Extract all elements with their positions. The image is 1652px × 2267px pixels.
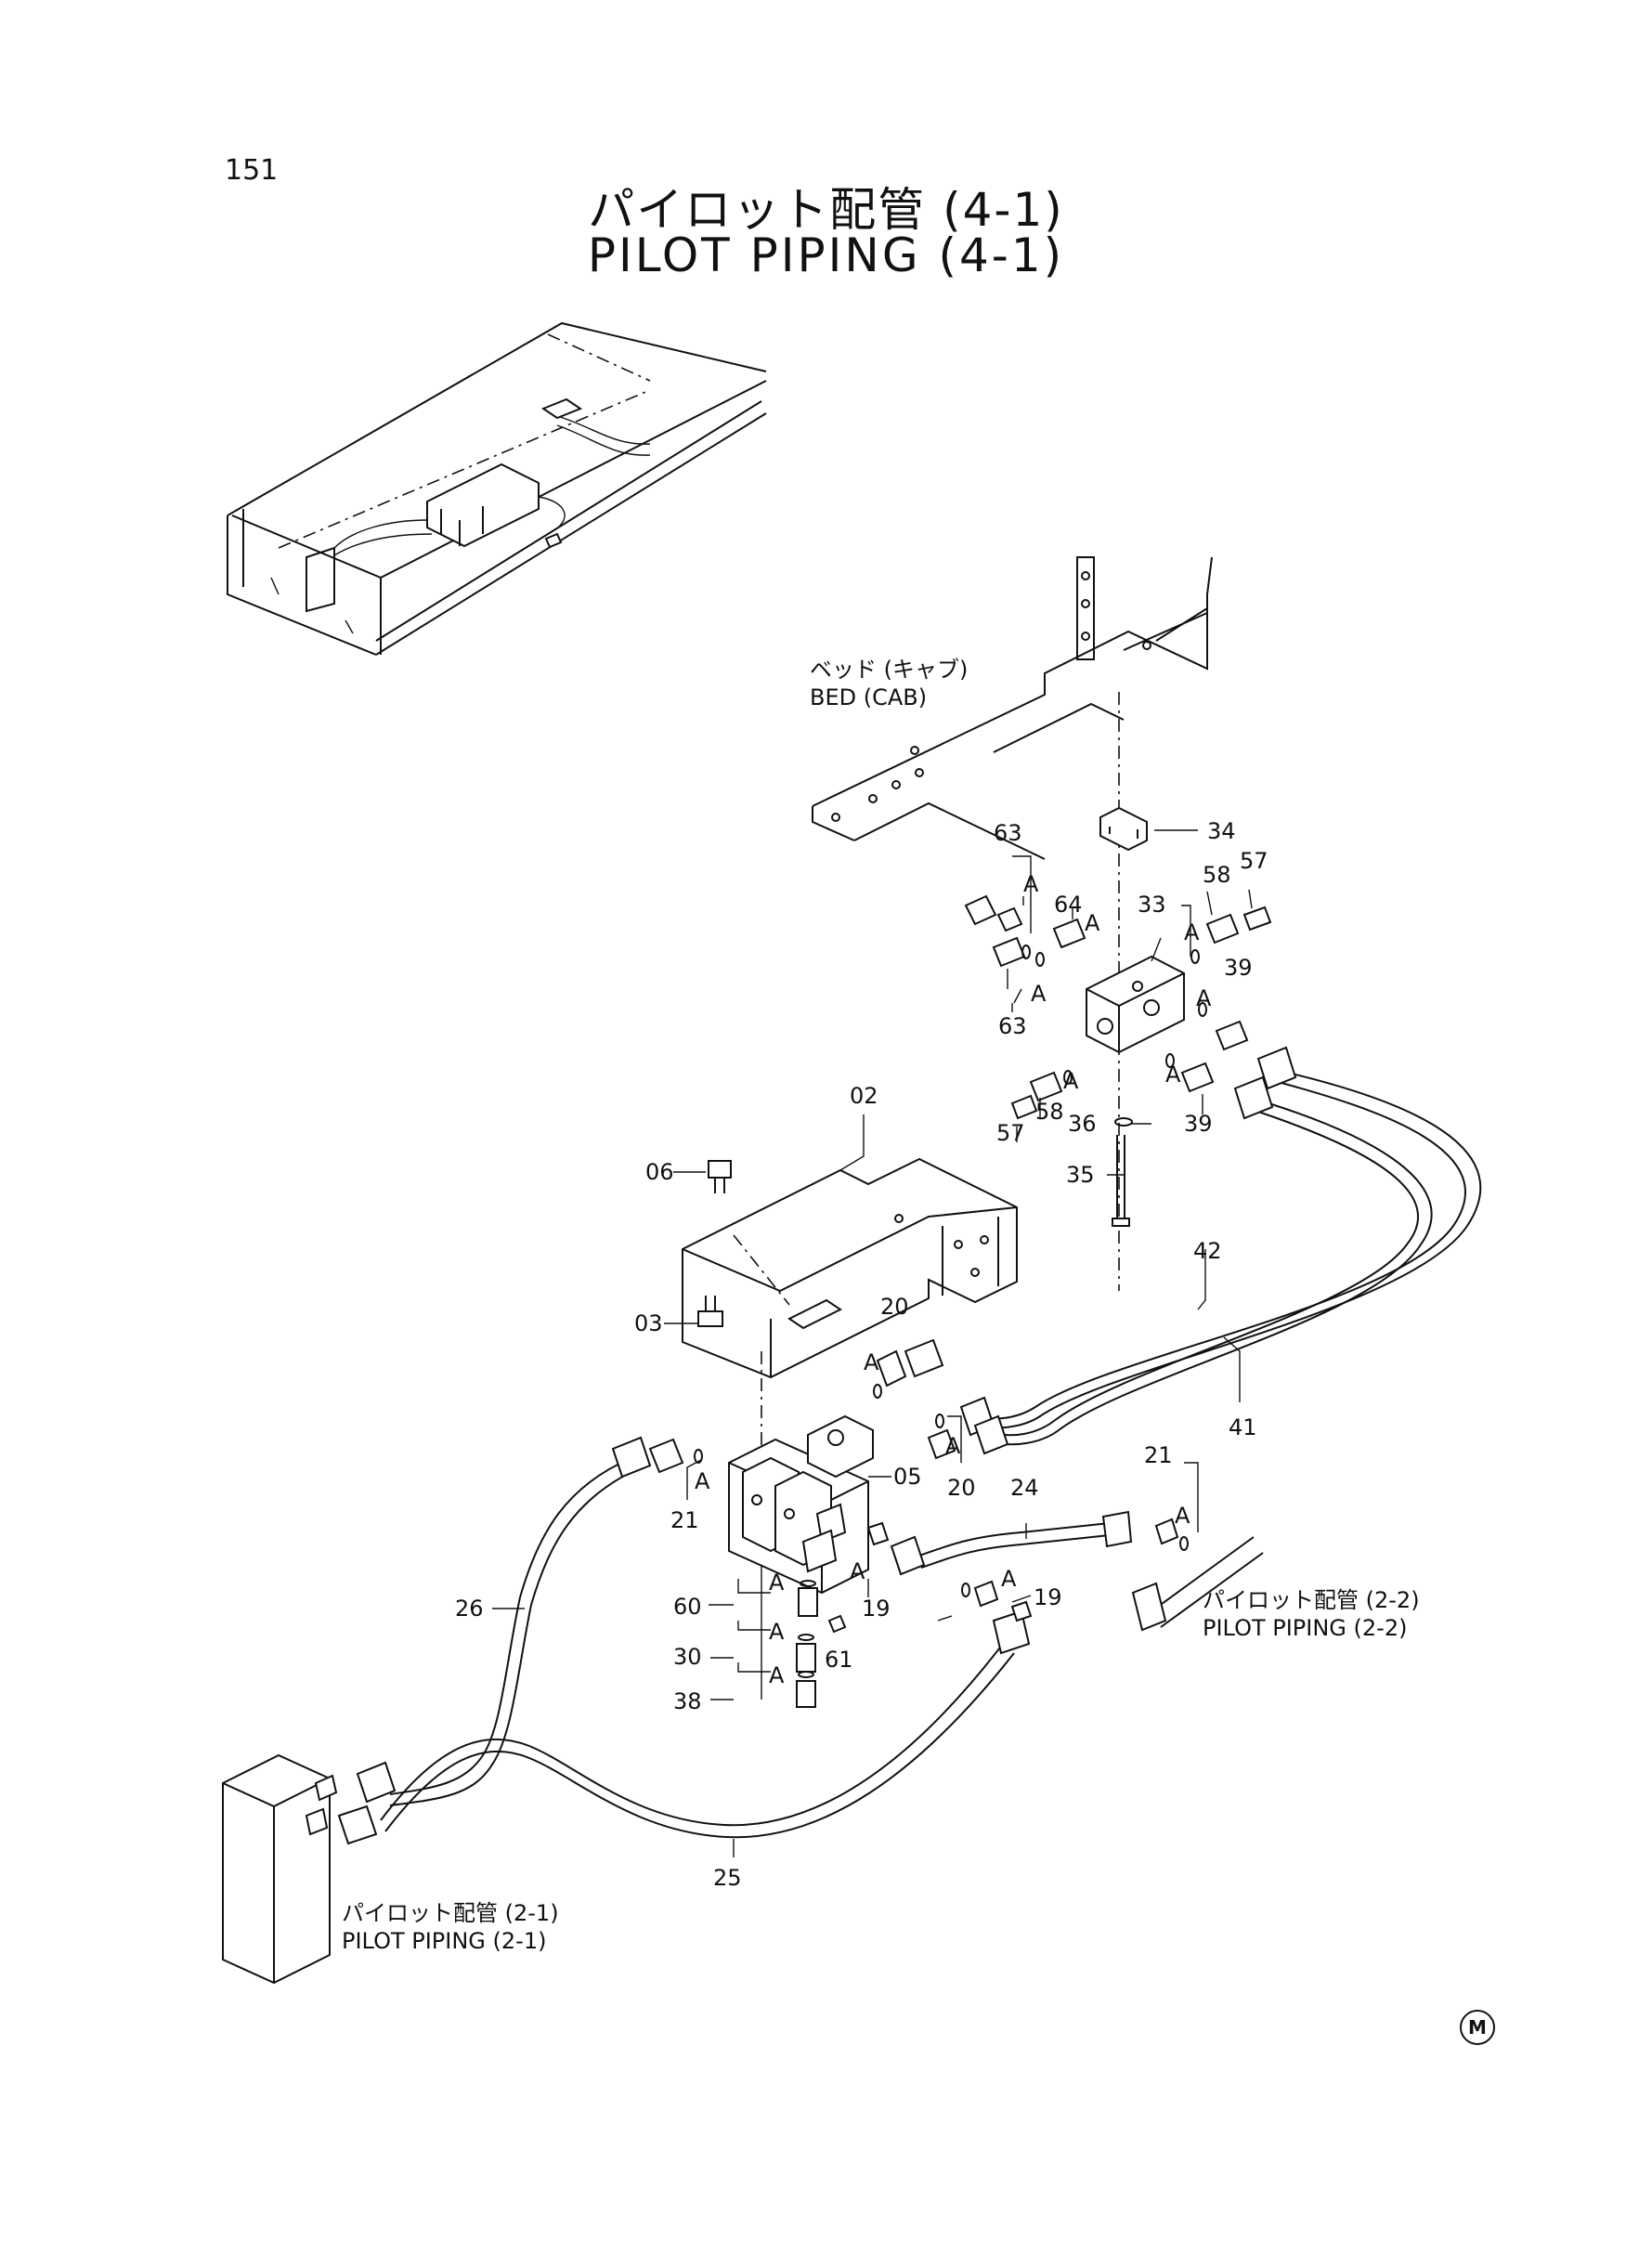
- joint-a: A: [1175, 1503, 1190, 1529]
- callout-06: 06: [645, 1159, 674, 1185]
- junction-block-assembly: [964, 692, 1272, 1291]
- joint-a: A: [1165, 1062, 1181, 1088]
- callout-60: 60: [673, 1594, 702, 1620]
- callout-21-left: 21: [670, 1507, 699, 1533]
- joint-a: A: [864, 1349, 879, 1375]
- callout-58-lower: 58: [1035, 1099, 1064, 1125]
- valve-plate-assembly: [682, 1157, 1018, 1595]
- hose-24: [866, 1510, 1264, 1632]
- callout-57-lower: 57: [996, 1120, 1025, 1146]
- callout-19-right: 19: [1034, 1584, 1062, 1610]
- callout-39-upper: 39: [1224, 955, 1253, 981]
- joint-a: A: [1031, 981, 1047, 1007]
- joint-a: A: [1001, 1566, 1017, 1592]
- pilot-piping-2-1-ref: パイロット配管 (2-1) PILOT PIPING (2-1): [342, 1899, 559, 1955]
- hoses-41-42: [873, 1046, 1482, 1460]
- callout-39-lower: 39: [1184, 1111, 1213, 1137]
- m-mark-badge: M: [1460, 2010, 1495, 2045]
- callout-20-upper: 20: [880, 1294, 909, 1320]
- pilot-piping-2-2-jp: パイロット配管 (2-2): [1203, 1587, 1420, 1613]
- callout-63-lower: 63: [998, 1013, 1027, 1039]
- joint-a: A: [850, 1558, 865, 1584]
- pilot-piping-2-2-en: PILOT PIPING (2-2): [1203, 1615, 1408, 1641]
- callout-36: 36: [1068, 1111, 1097, 1137]
- callout-03: 03: [634, 1310, 663, 1336]
- bed-cab-frame: [812, 556, 1213, 860]
- joint-a: A: [769, 1570, 785, 1596]
- bed-cab-label: ベッド (キャブ) BED (CAB): [810, 656, 968, 711]
- joint-a: A: [1196, 985, 1212, 1011]
- callout-61: 61: [825, 1647, 853, 1673]
- hoses-25-26-and-tank: [222, 1436, 1033, 1985]
- pilot-piping-2-1-en: PILOT PIPING (2-1): [342, 1928, 547, 1954]
- lower-fittings: [737, 1565, 847, 1708]
- machine-overview-inset: [227, 321, 767, 656]
- callout-02: 02: [850, 1083, 878, 1109]
- joint-a: A: [1085, 910, 1100, 936]
- title-english: PILOT PIPING (4-1): [587, 228, 1065, 282]
- callout-30: 30: [673, 1644, 702, 1670]
- callout-41: 41: [1229, 1414, 1257, 1440]
- callout-63-upper: 63: [994, 820, 1022, 846]
- callout-35: 35: [1066, 1162, 1095, 1188]
- pilot-piping-2-2-ref: パイロット配管 (2-2) PILOT PIPING (2-2): [1203, 1586, 1420, 1642]
- callout-21-right: 21: [1144, 1442, 1173, 1468]
- bed-cab-label-en: BED (CAB): [810, 684, 928, 710]
- callout-34: 34: [1207, 818, 1236, 844]
- bed-cab-label-jp: ベッド (キャブ): [810, 657, 969, 683]
- callout-57-upper: 57: [1240, 848, 1268, 874]
- joint-a: A: [769, 1662, 785, 1688]
- joint-a: A: [1184, 919, 1200, 945]
- joint-a: A: [769, 1619, 785, 1645]
- callout-19-left: 19: [862, 1596, 891, 1622]
- callout-58-upper: 58: [1203, 862, 1231, 888]
- joint-a: A: [1063, 1068, 1079, 1094]
- pilot-piping-2-1-jp: パイロット配管 (2-1): [342, 1900, 559, 1926]
- callout-33: 33: [1138, 892, 1166, 918]
- callout-05: 05: [893, 1464, 922, 1490]
- callout-24: 24: [1010, 1475, 1039, 1501]
- callout-25: 25: [713, 1865, 742, 1891]
- callout-42: 42: [1193, 1238, 1222, 1264]
- callout-64: 64: [1054, 892, 1083, 918]
- callout-26: 26: [455, 1596, 484, 1622]
- joint-a: A: [1023, 871, 1039, 897]
- title-japanese: パイロット配管 (4-1): [588, 183, 1064, 237]
- leader-lines: [492, 829, 1253, 1857]
- joint-a: A: [945, 1433, 961, 1459]
- joint-a: A: [695, 1468, 710, 1494]
- callout-38: 38: [673, 1688, 702, 1714]
- page-number: 151: [225, 154, 279, 187]
- callout-labels: 63 64 33 58 57 34 39 63 58 57 36 39 35 0…: [455, 818, 1268, 1891]
- callout-20-lower: 20: [947, 1475, 976, 1501]
- joint-a-labels: A A A A A A A A A A A A A A A A: [695, 871, 1212, 1688]
